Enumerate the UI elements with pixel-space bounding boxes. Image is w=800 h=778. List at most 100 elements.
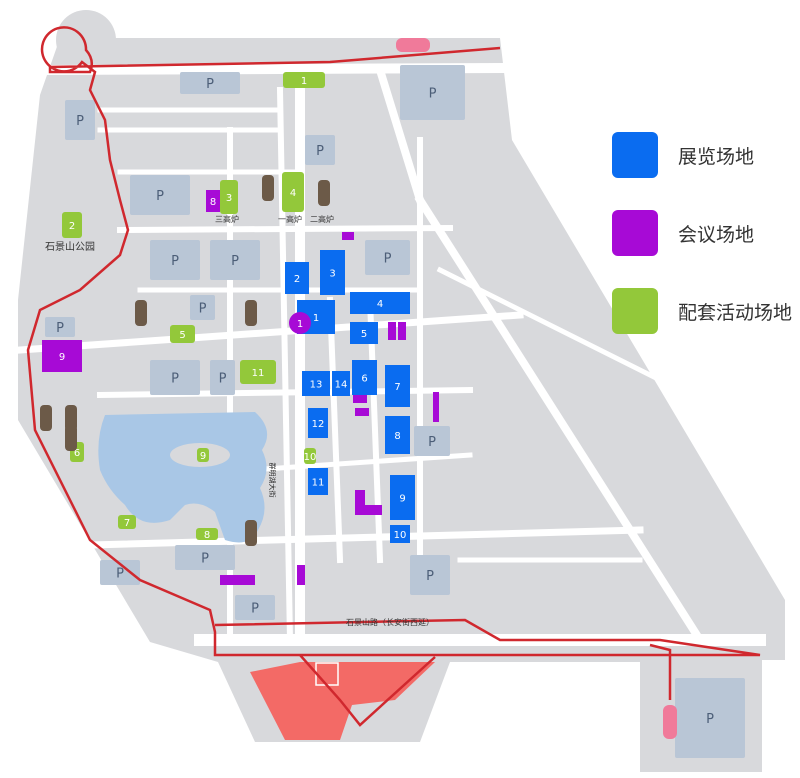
meeting-room[interactable] — [342, 232, 354, 240]
meeting-room[interactable] — [355, 408, 369, 416]
activity-venue-9[interactable] — [197, 448, 209, 462]
meeting-venue-9[interactable] — [42, 340, 82, 372]
exhibition-venue-number: 6 — [361, 374, 367, 385]
meeting-room[interactable] — [353, 395, 367, 403]
legend-label: 展览场地 — [678, 146, 755, 168]
exhibition-swatch — [612, 132, 658, 178]
activity-venue-7[interactable] — [118, 515, 136, 529]
activity-venue-number: 11 — [252, 368, 265, 379]
exhibition-venue-number: 5 — [361, 329, 367, 340]
exhibition-venue-number: 13 — [310, 380, 323, 391]
map-label-furnace-1: 一高炉 — [278, 214, 302, 224]
exhibition-venue-number: 9 — [399, 494, 405, 505]
parking-icon: P — [199, 302, 207, 317]
parking-area — [100, 560, 140, 585]
map-label-shijingshan-park: 石景山公园 — [45, 241, 95, 253]
exhibition-venue-number: 3 — [329, 269, 335, 280]
exhibition-venue-13[interactable] — [302, 371, 330, 396]
exhibition-venue-4[interactable] — [350, 292, 410, 314]
activity-venue-5[interactable] — [170, 325, 195, 343]
blast-furnace-icon — [40, 405, 52, 431]
exhibition-venue-6[interactable] — [352, 360, 377, 395]
map-label-avenue: 群明湖大街 — [268, 463, 277, 498]
exhibition-venue-14[interactable] — [332, 371, 350, 396]
activity-venue-number: 8 — [204, 530, 210, 541]
map-labels: 石景山公园一高炉二高炉三高炉石景山路（长安街西延）群明湖大街 — [45, 214, 434, 627]
parking-icon: P — [206, 77, 214, 92]
exhibition-venue-5[interactable] — [350, 322, 378, 344]
meeting-room[interactable] — [398, 322, 406, 340]
meeting-venue-1[interactable] — [289, 312, 311, 334]
exhibition-venue-8[interactable] — [385, 416, 410, 454]
meeting-venue-8[interactable] — [206, 190, 220, 212]
road — [86, 526, 644, 549]
activity-venue-1[interactable] — [283, 72, 325, 88]
exhibition-venue-number: 4 — [377, 299, 383, 310]
map-label-furnace-2: 二高炉 — [310, 214, 334, 224]
meeting-venue-number: 8 — [210, 197, 216, 208]
parking-area — [45, 317, 75, 337]
meeting-room[interactable] — [220, 575, 255, 585]
parking-icon: P — [171, 372, 179, 387]
meeting-room[interactable] — [388, 322, 396, 340]
parking-area — [150, 240, 200, 280]
roundabout-ground — [56, 10, 116, 70]
activity-venue-8[interactable] — [196, 528, 218, 540]
parking-icon: P — [429, 87, 437, 102]
exhibition-venue-11[interactable] — [308, 468, 328, 495]
parking-area — [414, 426, 450, 456]
meeting-room[interactable] — [433, 392, 439, 422]
exhibition-venue-number: 7 — [394, 382, 400, 393]
legend-label: 配套活动场地 — [678, 302, 793, 324]
road — [16, 311, 524, 354]
parking-icon: P — [116, 567, 124, 582]
exhibition-venue-number: 10 — [394, 530, 407, 541]
exhibition-venue-number: 11 — [312, 478, 325, 489]
blast-furnace-icon — [245, 300, 257, 326]
blast-furnace-icon — [262, 175, 274, 201]
blast-furnace-icon — [65, 405, 77, 431]
activity-venue-4[interactable] — [282, 172, 304, 212]
parking-icon: P — [426, 569, 434, 584]
meeting-room[interactable] — [362, 505, 382, 515]
activity-venue-number: 9 — [200, 451, 206, 462]
parking-area — [65, 100, 95, 140]
parking-area — [365, 240, 410, 275]
blast-furnace-icon — [318, 180, 330, 206]
meeting-room[interactable] — [297, 565, 305, 585]
map-label-furnace-3: 三高炉 — [215, 214, 239, 224]
parking-icon: P — [219, 372, 227, 387]
lake — [98, 412, 268, 543]
activity-venue-10[interactable] — [304, 448, 316, 464]
parking-icon: P — [384, 252, 392, 267]
exhibition-venue-2[interactable] — [285, 262, 309, 294]
road — [375, 65, 425, 205]
parking-area — [210, 360, 235, 395]
activity-venue-3[interactable] — [220, 180, 238, 214]
parking-icon: P — [231, 254, 239, 269]
parking-icon: P — [251, 602, 259, 617]
road — [276, 86, 294, 644]
exhibition-venue-9[interactable] — [390, 475, 415, 520]
exhibition-venue-7[interactable] — [385, 365, 410, 407]
blast-furnace-icon — [245, 520, 257, 546]
parking-area — [130, 175, 190, 215]
activity-venue-number: 2 — [69, 221, 75, 232]
exhibition-venue-10[interactable] — [390, 525, 410, 543]
parking-icon: P — [76, 114, 84, 129]
road — [247, 452, 473, 473]
activity-venue-number: 10 — [304, 452, 317, 463]
blast-furnace-icon — [65, 425, 77, 451]
meeting-room[interactable] — [355, 490, 365, 515]
exhibition-venue-3[interactable] — [320, 250, 345, 295]
exhibition-venue-12[interactable] — [308, 408, 328, 438]
activity-swatch — [612, 288, 658, 334]
parking-icon: P — [316, 144, 324, 159]
parking-area — [675, 678, 745, 758]
activity-venue-2[interactable] — [62, 212, 82, 238]
activity-venue-11[interactable] — [240, 360, 276, 384]
car-icon — [396, 38, 430, 52]
